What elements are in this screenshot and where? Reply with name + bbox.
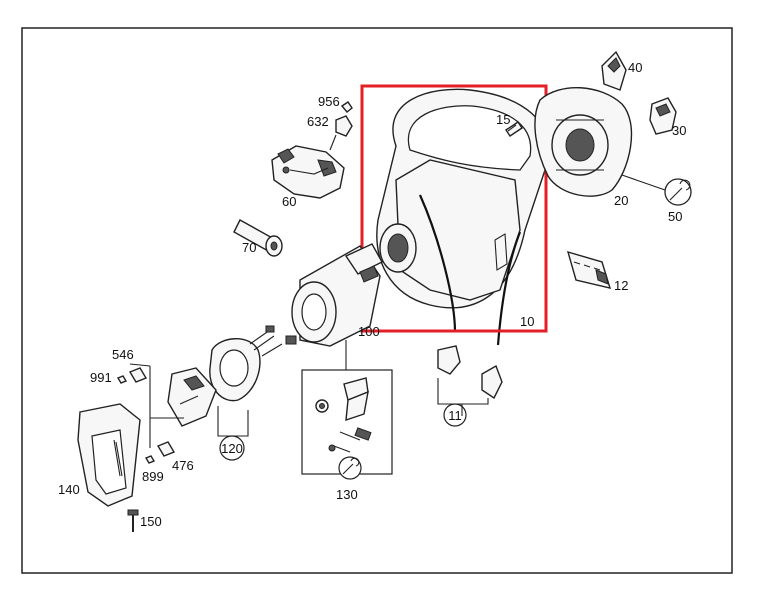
part-switch-assembly[interactable] — [167, 367, 217, 427]
callout-70: 70 — [242, 240, 256, 255]
part-120[interactable] — [209, 325, 297, 402]
callout-circle-120 — [219, 435, 245, 461]
callout-100: 100 — [358, 324, 380, 339]
part-40[interactable] — [601, 50, 627, 91]
part-632[interactable] — [335, 115, 353, 137]
callout-956: 956 — [318, 94, 340, 109]
callout-12: 12 — [614, 278, 628, 293]
wrench-icon — [664, 178, 692, 206]
callout-20: 20 — [614, 193, 628, 208]
callout-30: 30 — [672, 123, 686, 138]
part-11-left-clip[interactable] — [437, 345, 461, 375]
callout-120: 120 — [221, 441, 243, 456]
callout-60: 60 — [282, 194, 296, 209]
callout-10: 10 — [520, 314, 534, 329]
part-150[interactable] — [127, 509, 139, 532]
callout-50: 50 — [668, 209, 682, 224]
part-30[interactable] — [649, 97, 677, 135]
callout-40: 40 — [628, 60, 642, 75]
callout-11: 11 — [448, 408, 462, 423]
callout-546: 546 — [112, 347, 134, 362]
part-70[interactable] — [233, 219, 283, 257]
part-991[interactable] — [116, 375, 128, 384]
wrench-icon — [338, 456, 362, 480]
callout-991: 991 — [90, 370, 112, 385]
callout-15: 15 — [496, 112, 510, 127]
part-10-steering-wheel[interactable] — [376, 88, 549, 346]
callout-476: 476 — [172, 458, 194, 473]
callout-150: 150 — [140, 514, 162, 529]
highlight-box — [360, 84, 548, 333]
part-100[interactable] — [291, 243, 383, 347]
part-15[interactable] — [505, 121, 523, 137]
part-60[interactable] — [271, 145, 345, 199]
callout-632: 632 — [307, 114, 329, 129]
part-20-airbag[interactable] — [534, 87, 633, 197]
part-12[interactable] — [566, 250, 612, 289]
callout-899: 899 — [142, 469, 164, 484]
diagram-border — [21, 27, 733, 574]
part-546[interactable] — [128, 367, 148, 383]
callout-circle-11 — [443, 403, 467, 427]
part-476[interactable] — [156, 441, 176, 457]
part-956[interactable] — [340, 101, 353, 113]
part-11-right-clip[interactable] — [481, 364, 503, 400]
part-140[interactable] — [77, 403, 141, 507]
callout-140: 140 — [58, 482, 80, 497]
callout-130: 130 — [336, 487, 358, 502]
kit-box-130 — [301, 369, 393, 475]
part-899[interactable] — [144, 455, 156, 464]
